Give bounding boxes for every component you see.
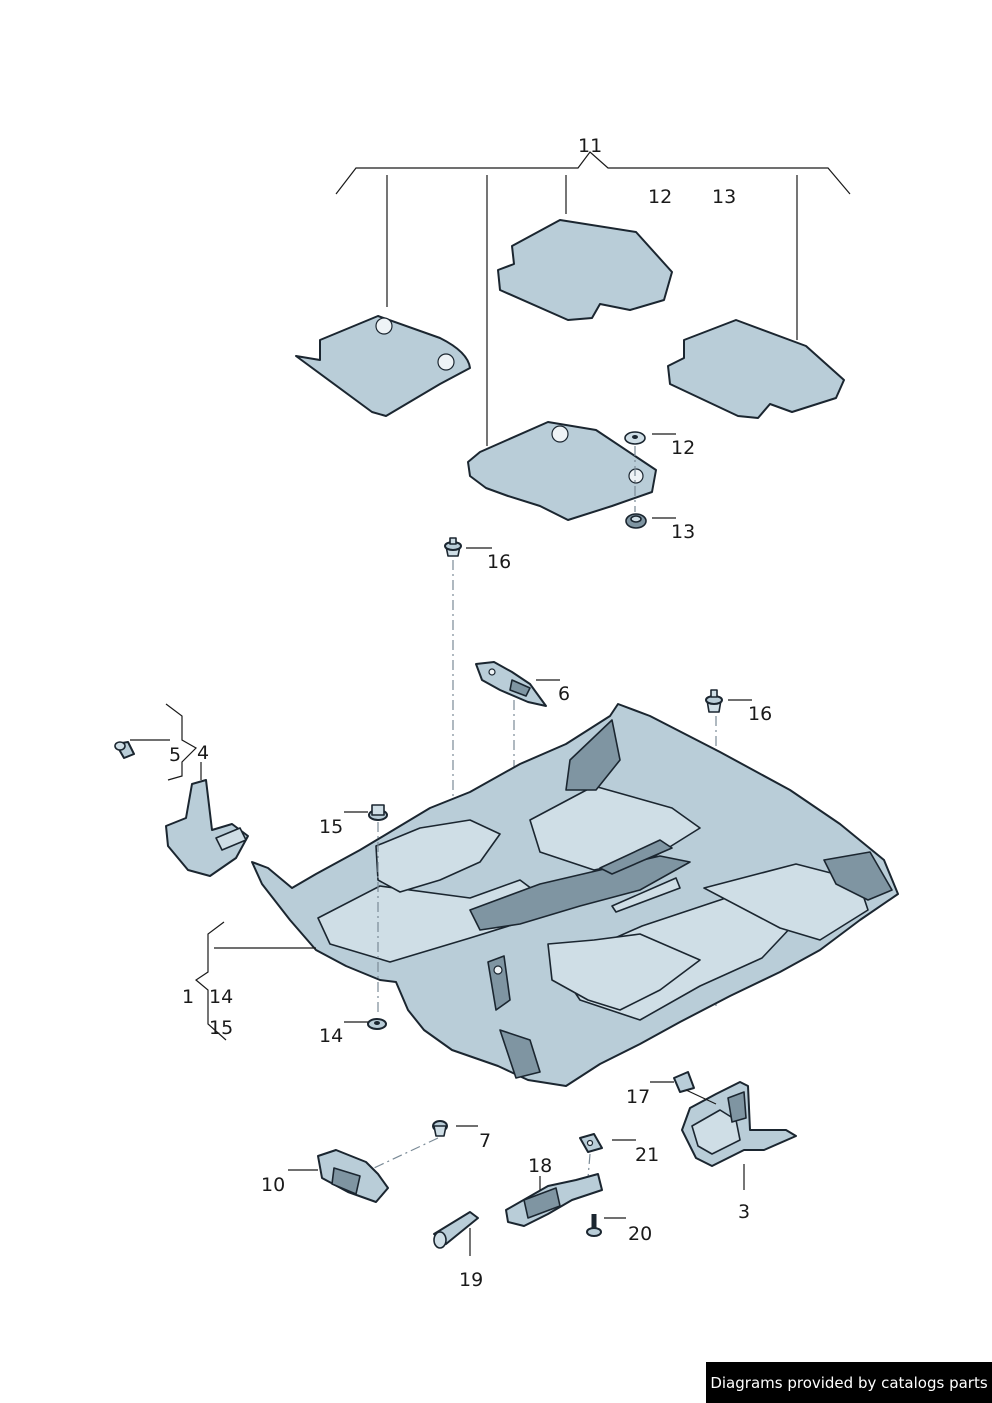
clip-17[interactable] bbox=[673, 1071, 695, 1093]
pin-19[interactable] bbox=[433, 1211, 479, 1249]
bracket-10[interactable] bbox=[317, 1149, 389, 1203]
bracket-6[interactable] bbox=[475, 661, 547, 707]
trim-4[interactable] bbox=[165, 779, 249, 877]
nut-21[interactable] bbox=[579, 1133, 603, 1153]
fastener-12[interactable] bbox=[624, 431, 646, 445]
floor-mat-front-right[interactable] bbox=[467, 421, 657, 521]
callout-6: 6 bbox=[558, 683, 570, 705]
credit-banner: Diagrams provided by catalogs parts bbox=[706, 1362, 992, 1403]
callout-10: 10 bbox=[261, 1174, 285, 1196]
callout-3: 3 bbox=[738, 1201, 750, 1223]
callout-19: 19 bbox=[459, 1269, 483, 1291]
callout-16-left: 16 bbox=[487, 551, 511, 573]
callout-15-left: 15 bbox=[319, 816, 343, 838]
clip-7[interactable] bbox=[432, 1120, 448, 1137]
floor-mat-rear-left[interactable] bbox=[497, 219, 673, 321]
trim-3[interactable] bbox=[681, 1081, 797, 1167]
clip-14[interactable] bbox=[367, 1018, 387, 1030]
callout-15-group: 15 bbox=[209, 1017, 233, 1039]
callout-14: 14 bbox=[319, 1025, 343, 1047]
callout-12: 12 bbox=[671, 437, 695, 459]
callout-4: 4 bbox=[197, 742, 209, 764]
callout-17: 17 bbox=[626, 1086, 650, 1108]
callout-1: 1 bbox=[182, 986, 194, 1008]
screw-20[interactable] bbox=[586, 1214, 602, 1237]
callout-13: 13 bbox=[671, 521, 695, 543]
clip-15[interactable] bbox=[368, 804, 388, 821]
callout-5: 5 bbox=[169, 744, 181, 766]
mat-set-bracket bbox=[335, 151, 851, 446]
callout-12-top: 12 bbox=[648, 186, 672, 208]
leader-lines bbox=[130, 433, 752, 1256]
floor-mat-rear-right[interactable] bbox=[667, 319, 845, 419]
floor-mat-front-left[interactable] bbox=[295, 315, 471, 417]
callout-16-right: 16 bbox=[748, 703, 772, 725]
main-carpet[interactable] bbox=[251, 703, 899, 1087]
callout-20: 20 bbox=[628, 1223, 652, 1245]
callout-13-top: 13 bbox=[712, 186, 736, 208]
bracket-18[interactable] bbox=[505, 1173, 603, 1227]
callout-11: 11 bbox=[578, 135, 602, 157]
callout-14-group: 14 bbox=[209, 986, 233, 1008]
clip-16-right[interactable] bbox=[705, 689, 723, 713]
fastener-13[interactable] bbox=[625, 513, 647, 529]
callout-18: 18 bbox=[528, 1155, 552, 1177]
callout-21: 21 bbox=[635, 1144, 659, 1166]
clip-16-left[interactable] bbox=[444, 537, 462, 557]
callout-7: 7 bbox=[479, 1130, 491, 1152]
screw-5[interactable] bbox=[114, 741, 135, 759]
